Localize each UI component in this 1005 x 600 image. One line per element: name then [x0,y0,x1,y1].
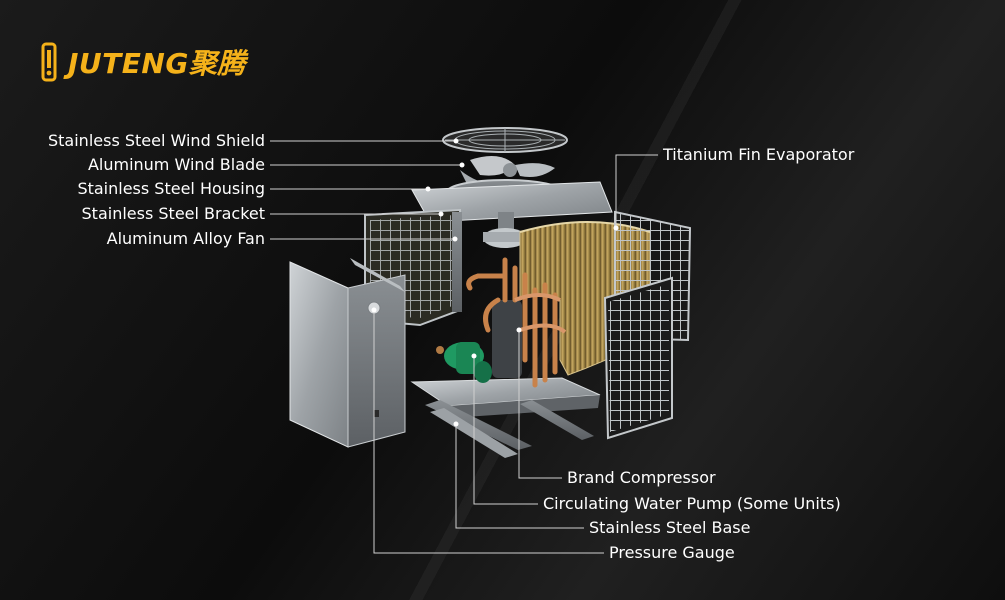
label-housing: Stainless Steel Housing [77,179,265,198]
brand-chinese-name: 聚腾 [188,47,246,80]
brand-logo: JUTENG聚腾 [40,42,246,82]
label-water-pump: Circulating Water Pump (Some Units) [543,494,841,513]
brand-name: JUTENG [68,47,189,80]
base-tray-part [410,377,601,458]
compressor-part [466,257,567,388]
fan-motor-part [483,228,527,248]
label-bracket: Stainless Steel Bracket [81,204,265,223]
label-wind-blade: Aluminum Wind Blade [87,155,265,174]
side-door-panel [289,258,406,448]
leader-base [455,424,584,529]
leader-compressor [518,330,562,479]
right-grid-panel [603,210,692,440]
wind-shield-part [442,127,568,153]
leader-evaporator [615,154,658,228]
label-compressor: Brand Compressor [567,468,716,487]
leader-water-pump [473,356,538,505]
leader-pressure-gauge [373,310,604,554]
label-evaporator: Titanium Fin Evaporator [663,145,855,164]
label-pressure-gauge: Pressure Gauge [609,543,735,562]
label-fan: Aluminum Alloy Fan [106,229,265,248]
water-pump-part [436,342,492,383]
label-wind-shield: Stainless Steel Wind Shield [48,131,265,150]
label-base: Stainless Steel Base [589,518,751,537]
juteng-logo-icon [41,42,57,82]
leader-lines [270,138,658,554]
